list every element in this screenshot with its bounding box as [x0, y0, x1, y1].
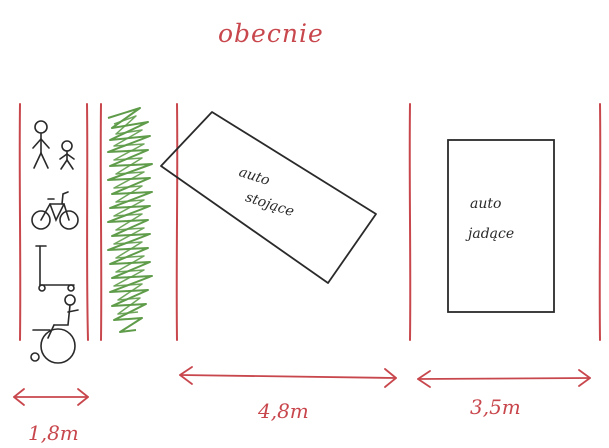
- dimension-arrow-travel-lane: [417, 369, 591, 388]
- pedestrian-adult-icon: [32, 120, 50, 169]
- wheelchair-icon: [30, 294, 79, 364]
- scooter-icon: [35, 245, 75, 292]
- lane-line-road-right: [598, 103, 602, 341]
- lane-line-greenery-right: [175, 103, 179, 341]
- lane-line-sidewalk-left: [18, 103, 22, 341]
- dimension-label-travel-lane: 3,5m: [470, 395, 521, 419]
- moving-car-label-line1: auto: [470, 196, 501, 212]
- lane-line-sidewalk-right: [86, 103, 89, 341]
- parked-car-outline: [160, 111, 377, 284]
- dimension-arrow-parking: [179, 366, 397, 388]
- parked-car-label-line2: stojące: [243, 189, 296, 220]
- lane-line-road-center: [408, 103, 412, 341]
- greenery-hedge-icon: [107, 107, 153, 333]
- pedestrian-child-icon: [59, 140, 75, 170]
- parked-car-label-line1: auto: [237, 164, 272, 189]
- bicycle-icon: [31, 191, 79, 230]
- diagram-title: obecnie: [218, 19, 324, 48]
- dimension-label-sidewalk: 1,8m: [28, 421, 79, 445]
- lane-line-greenery-left: [99, 103, 103, 341]
- dimension-label-parking: 4,8m: [257, 399, 309, 423]
- greenery-hedge-inner: [113, 115, 145, 315]
- moving-car: auto jadące: [447, 139, 555, 313]
- moving-car-label-line2: jadące: [465, 226, 514, 242]
- dimension-arrow-sidewalk: [13, 388, 89, 406]
- moving-car-outline: [447, 139, 555, 313]
- parked-car: auto stojące: [160, 111, 377, 284]
